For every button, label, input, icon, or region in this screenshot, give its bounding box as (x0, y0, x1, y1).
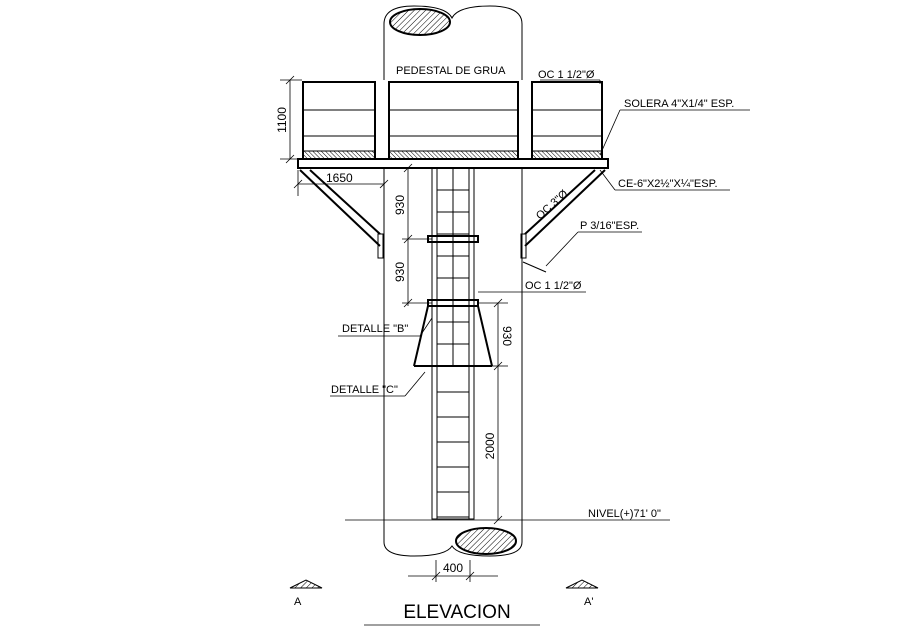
label-oc3: OC 3"Ø (534, 187, 571, 222)
dim-cantilever: 1650 (326, 171, 353, 185)
section-mark-right: A' (584, 596, 593, 608)
label-oc-mid: OC 1 1/2"Ø (525, 280, 582, 292)
label-detalle-c: DETALLE "C" (331, 384, 398, 396)
braces (299, 169, 606, 273)
dim-rail-height: 1100 (275, 107, 289, 133)
platform-beam (297, 158, 609, 169)
dim-cage: 930 (500, 326, 514, 346)
pedestal-column (383, 5, 523, 557)
safety-cage (413, 305, 493, 367)
label-pedestal: PEDESTAL DE GRUA (396, 65, 506, 77)
drawing-title: ELEVACION (403, 602, 510, 623)
leader-lines (330, 79, 750, 397)
section-cut-top (389, 8, 451, 36)
dim-lower: 2000 (483, 432, 497, 459)
section-markers (289, 579, 599, 626)
dim-width: 400 (443, 561, 463, 575)
label-detalle-b: DETALLE "B" (342, 323, 408, 335)
dimension-lines (280, 75, 508, 582)
label-ce: CE-6"X2½"X¼"ESP. (618, 178, 718, 190)
ladder-rungs (437, 189, 469, 518)
label-oc-top: OC 1 1/2"Ø (538, 69, 595, 81)
label-solera: SOLERA 4"X1/4" ESP. (624, 98, 734, 110)
railing (302, 81, 603, 160)
dim-seg2: 930 (393, 262, 407, 282)
section-cut-bottom (455, 527, 517, 555)
dim-seg1: 930 (393, 195, 407, 215)
section-mark-left: A (294, 596, 302, 608)
label-pl: P 3/16"ESP. (580, 220, 639, 232)
ladder (427, 167, 479, 520)
label-nivel: NIVEL(+)71' 0" (588, 508, 661, 520)
